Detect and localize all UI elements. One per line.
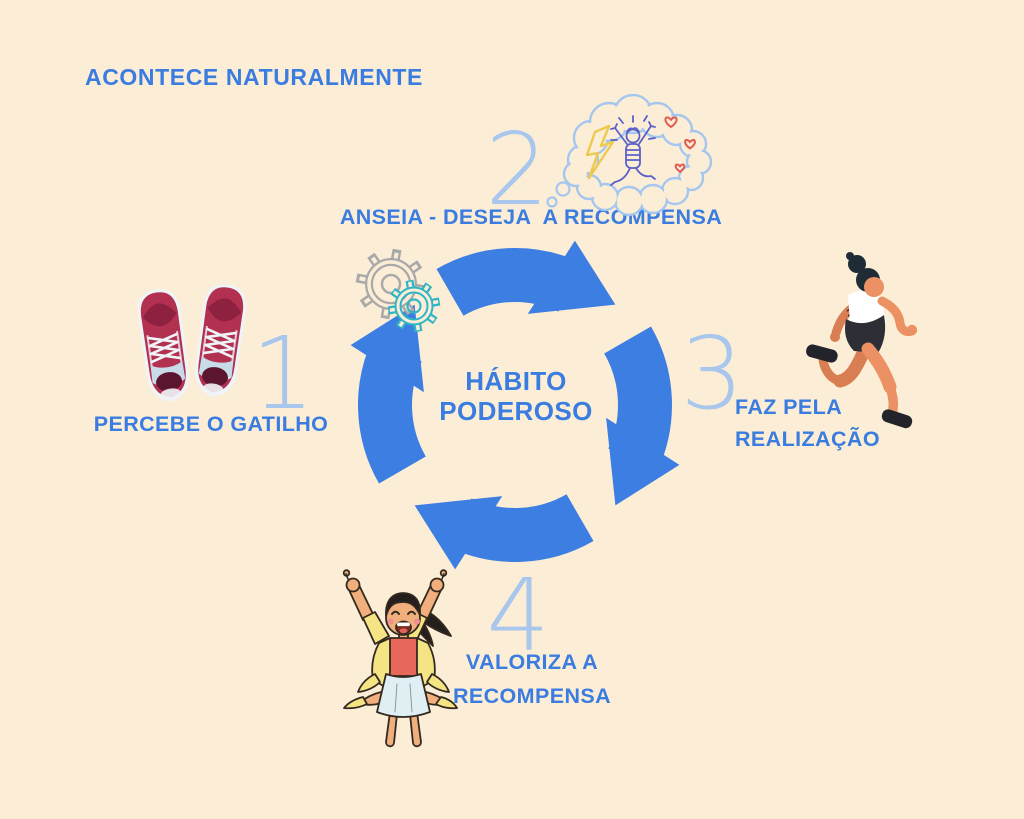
- step-1-label: PERCEBE O GATILHO: [93, 412, 329, 436]
- gears-icon: [355, 248, 441, 333]
- jumper-skirt: [376, 673, 431, 718]
- runner-front-arm: [877, 296, 917, 337]
- jumper-top: [385, 637, 422, 677]
- sneaker-left: [133, 285, 195, 406]
- sneaker-right: [189, 280, 251, 401]
- thought-bubble-icon: [546, 94, 713, 217]
- cycle-arrow-bottom: [414, 493, 594, 570]
- runner-head: [846, 252, 884, 297]
- runner-shorts: [845, 315, 886, 353]
- step-4-number: 4: [486, 557, 550, 674]
- step-1-number: 1: [251, 315, 315, 432]
- cycle-arrow-top: [436, 240, 616, 317]
- runner-illustration: [806, 252, 917, 429]
- step-4-label-line1: VALORIZA A: [465, 650, 599, 674]
- step-3-number: 3: [680, 315, 744, 432]
- jumping-woman-illustration: [342, 569, 458, 748]
- cycle-center-label: HÁBITO PODEROSO: [439, 366, 592, 426]
- runner-back-leg: [806, 344, 871, 388]
- jumper-feet: [343, 691, 458, 710]
- cycle-arrow-right: [603, 326, 680, 506]
- cycle-center-line1: HÁBITO: [465, 366, 567, 396]
- jumper-hair: [385, 592, 421, 617]
- step-4-label-line2: RECOMPENSA: [452, 684, 612, 708]
- sneakers-illustration: [133, 280, 251, 406]
- cycle-arrows-icon: [350, 240, 680, 570]
- step-2-number: 2: [485, 111, 549, 228]
- hearts-doodle-icon: [664, 116, 696, 174]
- jumper-left-arm: [342, 569, 390, 645]
- jumper-face: [387, 610, 420, 635]
- runner-top: [848, 290, 886, 327]
- step-3-label-line2: REALIZAÇÃO: [735, 427, 880, 451]
- jumping-person-doodle-icon: [610, 115, 656, 186]
- jumper-legs: [385, 711, 422, 748]
- thought-bubble-cloud: [562, 94, 713, 217]
- cycle-arrow-left: [350, 304, 427, 484]
- cycle-center-line2: PODEROSO: [439, 396, 593, 426]
- lightning-doodle-icon: [585, 124, 615, 180]
- step-3-label-line1: FAZ PELA: [735, 395, 843, 419]
- gear-teal-icon: [387, 279, 441, 333]
- page-title: ACONTECE NATURALMENTE: [85, 64, 423, 90]
- runner-front-leg: [861, 342, 913, 429]
